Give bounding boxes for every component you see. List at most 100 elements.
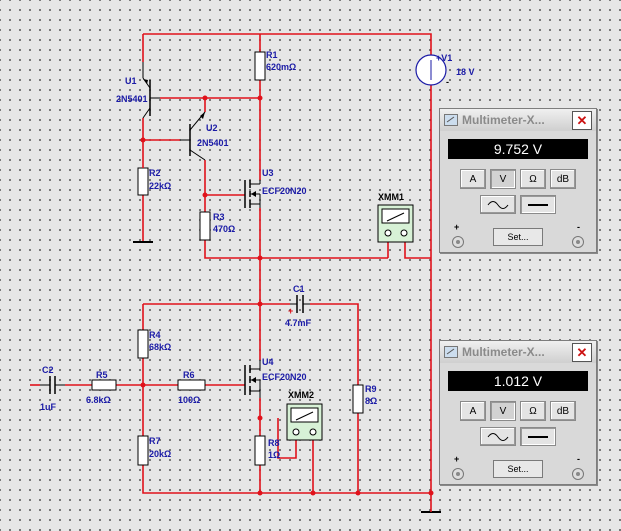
set-button[interactable]: Set...: [493, 228, 543, 246]
multimeter-panel-2[interactable]: Multimeter-X... ✕ 1.012 V A V Ω dB + Set…: [439, 340, 597, 485]
plus-terminal-label: +: [454, 222, 460, 232]
sine-wave-icon: [487, 432, 509, 441]
label-c1-polarity: +: [288, 306, 294, 316]
label-u2-value: 2N5401: [197, 138, 229, 148]
mode-v-button[interactable]: V: [490, 169, 516, 189]
plus-terminal-icon[interactable]: [452, 468, 464, 480]
multimeter-1-reading: 9.752 V: [448, 139, 588, 159]
resistor-r2-icon[interactable]: [137, 140, 149, 196]
label-v1-ref: +V1: [436, 53, 452, 63]
minus-terminal-label: -: [577, 454, 580, 464]
multimeter-panel-1[interactable]: Multimeter-X... ✕ 9.752 V A V Ω dB + Set…: [439, 108, 597, 253]
resistor-r4-icon[interactable]: [137, 329, 149, 359]
v1-plus-sign: +: [436, 53, 442, 63]
wires: [30, 33, 432, 498]
mode-db-button[interactable]: dB: [550, 169, 576, 189]
label-xmm2: XMM2: [288, 390, 315, 400]
mode-db-button[interactable]: dB: [550, 401, 576, 421]
label-r5-ref: R5: [96, 370, 108, 380]
label-c1-ref: C1: [293, 284, 305, 294]
resistor-r6-icon[interactable]: [177, 379, 206, 391]
ground-icon: [133, 241, 441, 513]
multimeter-panel-1-titlebar[interactable]: Multimeter-X... ✕: [440, 109, 596, 131]
sine-wave-icon: [487, 200, 509, 209]
multimeter-1-mode-row: A V Ω dB: [440, 169, 596, 189]
minus-terminal-label: -: [577, 222, 580, 232]
multimeter-panel-2-title: Multimeter-X...: [462, 345, 545, 359]
transistor-u1-icon[interactable]: [142, 62, 160, 119]
dc-wave-button[interactable]: [520, 427, 556, 446]
label-u3-ref: U3: [262, 168, 274, 178]
minus-terminal-icon[interactable]: [572, 236, 584, 248]
label-r4-ref: R4: [149, 330, 161, 340]
label-r7-ref: R7: [149, 436, 161, 446]
mode-ohm-button[interactable]: Ω: [520, 401, 546, 421]
multimeter-xmm1-icon[interactable]: [377, 204, 414, 243]
label-u4-ref: U4: [262, 357, 274, 367]
plus-terminal-icon[interactable]: [452, 236, 464, 248]
label-v1-minus: -: [446, 77, 449, 87]
mode-a-button[interactable]: A: [460, 401, 486, 421]
resistor-r3-icon[interactable]: [199, 211, 211, 241]
mosfet-u4-icon[interactable]: [244, 360, 261, 398]
label-c2-ref: C2: [42, 365, 54, 375]
label-u4-value: ECF20N20: [262, 372, 307, 382]
close-icon[interactable]: ✕: [572, 343, 592, 362]
label-r3-value: 470Ω: [213, 224, 236, 234]
label-r4-value: 68kΩ: [149, 342, 172, 352]
multimeter-2-reading: 1.012 V: [448, 371, 588, 391]
label-v1-value: 18 V: [456, 67, 475, 77]
minus-terminal-icon[interactable]: [572, 468, 584, 480]
label-u1-value: 2N5401: [116, 94, 148, 104]
resistor-r1-icon[interactable]: [254, 51, 266, 81]
ac-wave-button[interactable]: [480, 427, 516, 446]
capacitor-c1-icon[interactable]: [290, 295, 310, 313]
label-c2-value: 1uF: [40, 402, 57, 412]
close-icon[interactable]: ✕: [572, 111, 592, 130]
capacitor-c2-icon[interactable]: [40, 376, 65, 394]
label-r8-value: 1Ω: [268, 450, 281, 460]
transistor-u2-icon[interactable]: [180, 111, 206, 161]
dc-line-icon: [528, 435, 548, 438]
resistor-r5-icon[interactable]: [91, 379, 117, 391]
label-u3-value: ECF20N20: [262, 186, 307, 196]
mode-v-button[interactable]: V: [490, 401, 516, 421]
dc-line-icon: [528, 203, 548, 206]
multimeter-2-wave-row: [440, 427, 596, 446]
mode-ohm-button[interactable]: Ω: [520, 169, 546, 189]
label-xmm1: XMM1: [378, 192, 405, 202]
label-r6-ref: R6: [183, 370, 195, 380]
multimeter-2-mode-row: A V Ω dB: [440, 401, 596, 421]
label-r5-value: 6.8kΩ: [86, 395, 111, 405]
set-button[interactable]: Set...: [493, 460, 543, 478]
label-u2-ref: U2: [206, 123, 218, 133]
label-u1-ref: U1: [125, 76, 137, 86]
resistor-r7-icon[interactable]: [137, 435, 149, 466]
multimeter-panel-1-title: Multimeter-X...: [462, 113, 545, 127]
mosfet-u3-icon[interactable]: [244, 180, 261, 208]
label-r6-value: 100Ω: [178, 395, 201, 405]
multimeter-xmm2-icon[interactable]: [286, 403, 323, 441]
multimeter-panel-2-titlebar[interactable]: Multimeter-X... ✕: [440, 341, 596, 363]
resistor-r9-icon[interactable]: [352, 384, 364, 414]
v1-ref: V1: [441, 53, 453, 63]
multimeter-window-icon: [444, 114, 458, 126]
resistor-r8-icon[interactable]: [254, 435, 266, 466]
multimeter-1-wave-row: [440, 195, 596, 214]
ac-wave-button[interactable]: [480, 195, 516, 214]
label-r3-ref: R3: [213, 212, 225, 222]
multimeter-2-set-row: + Set... -: [440, 454, 596, 484]
label-r8-ref: R8: [268, 438, 280, 448]
label-r2-value: 22kΩ: [149, 181, 172, 191]
label-c1-value: 4.7mF: [285, 318, 312, 328]
mode-a-button[interactable]: A: [460, 169, 486, 189]
label-r9-value: 8Ω: [365, 396, 378, 406]
junction-dots: [140, 95, 434, 496]
dc-voltage-source-icon[interactable]: [415, 54, 447, 86]
plus-terminal-label: +: [454, 454, 460, 464]
label-r9-ref: R9: [365, 384, 377, 394]
dc-wave-button[interactable]: [520, 195, 556, 214]
label-r1-value: 620mΩ: [266, 62, 297, 72]
label-r1-ref: R1: [266, 50, 278, 60]
